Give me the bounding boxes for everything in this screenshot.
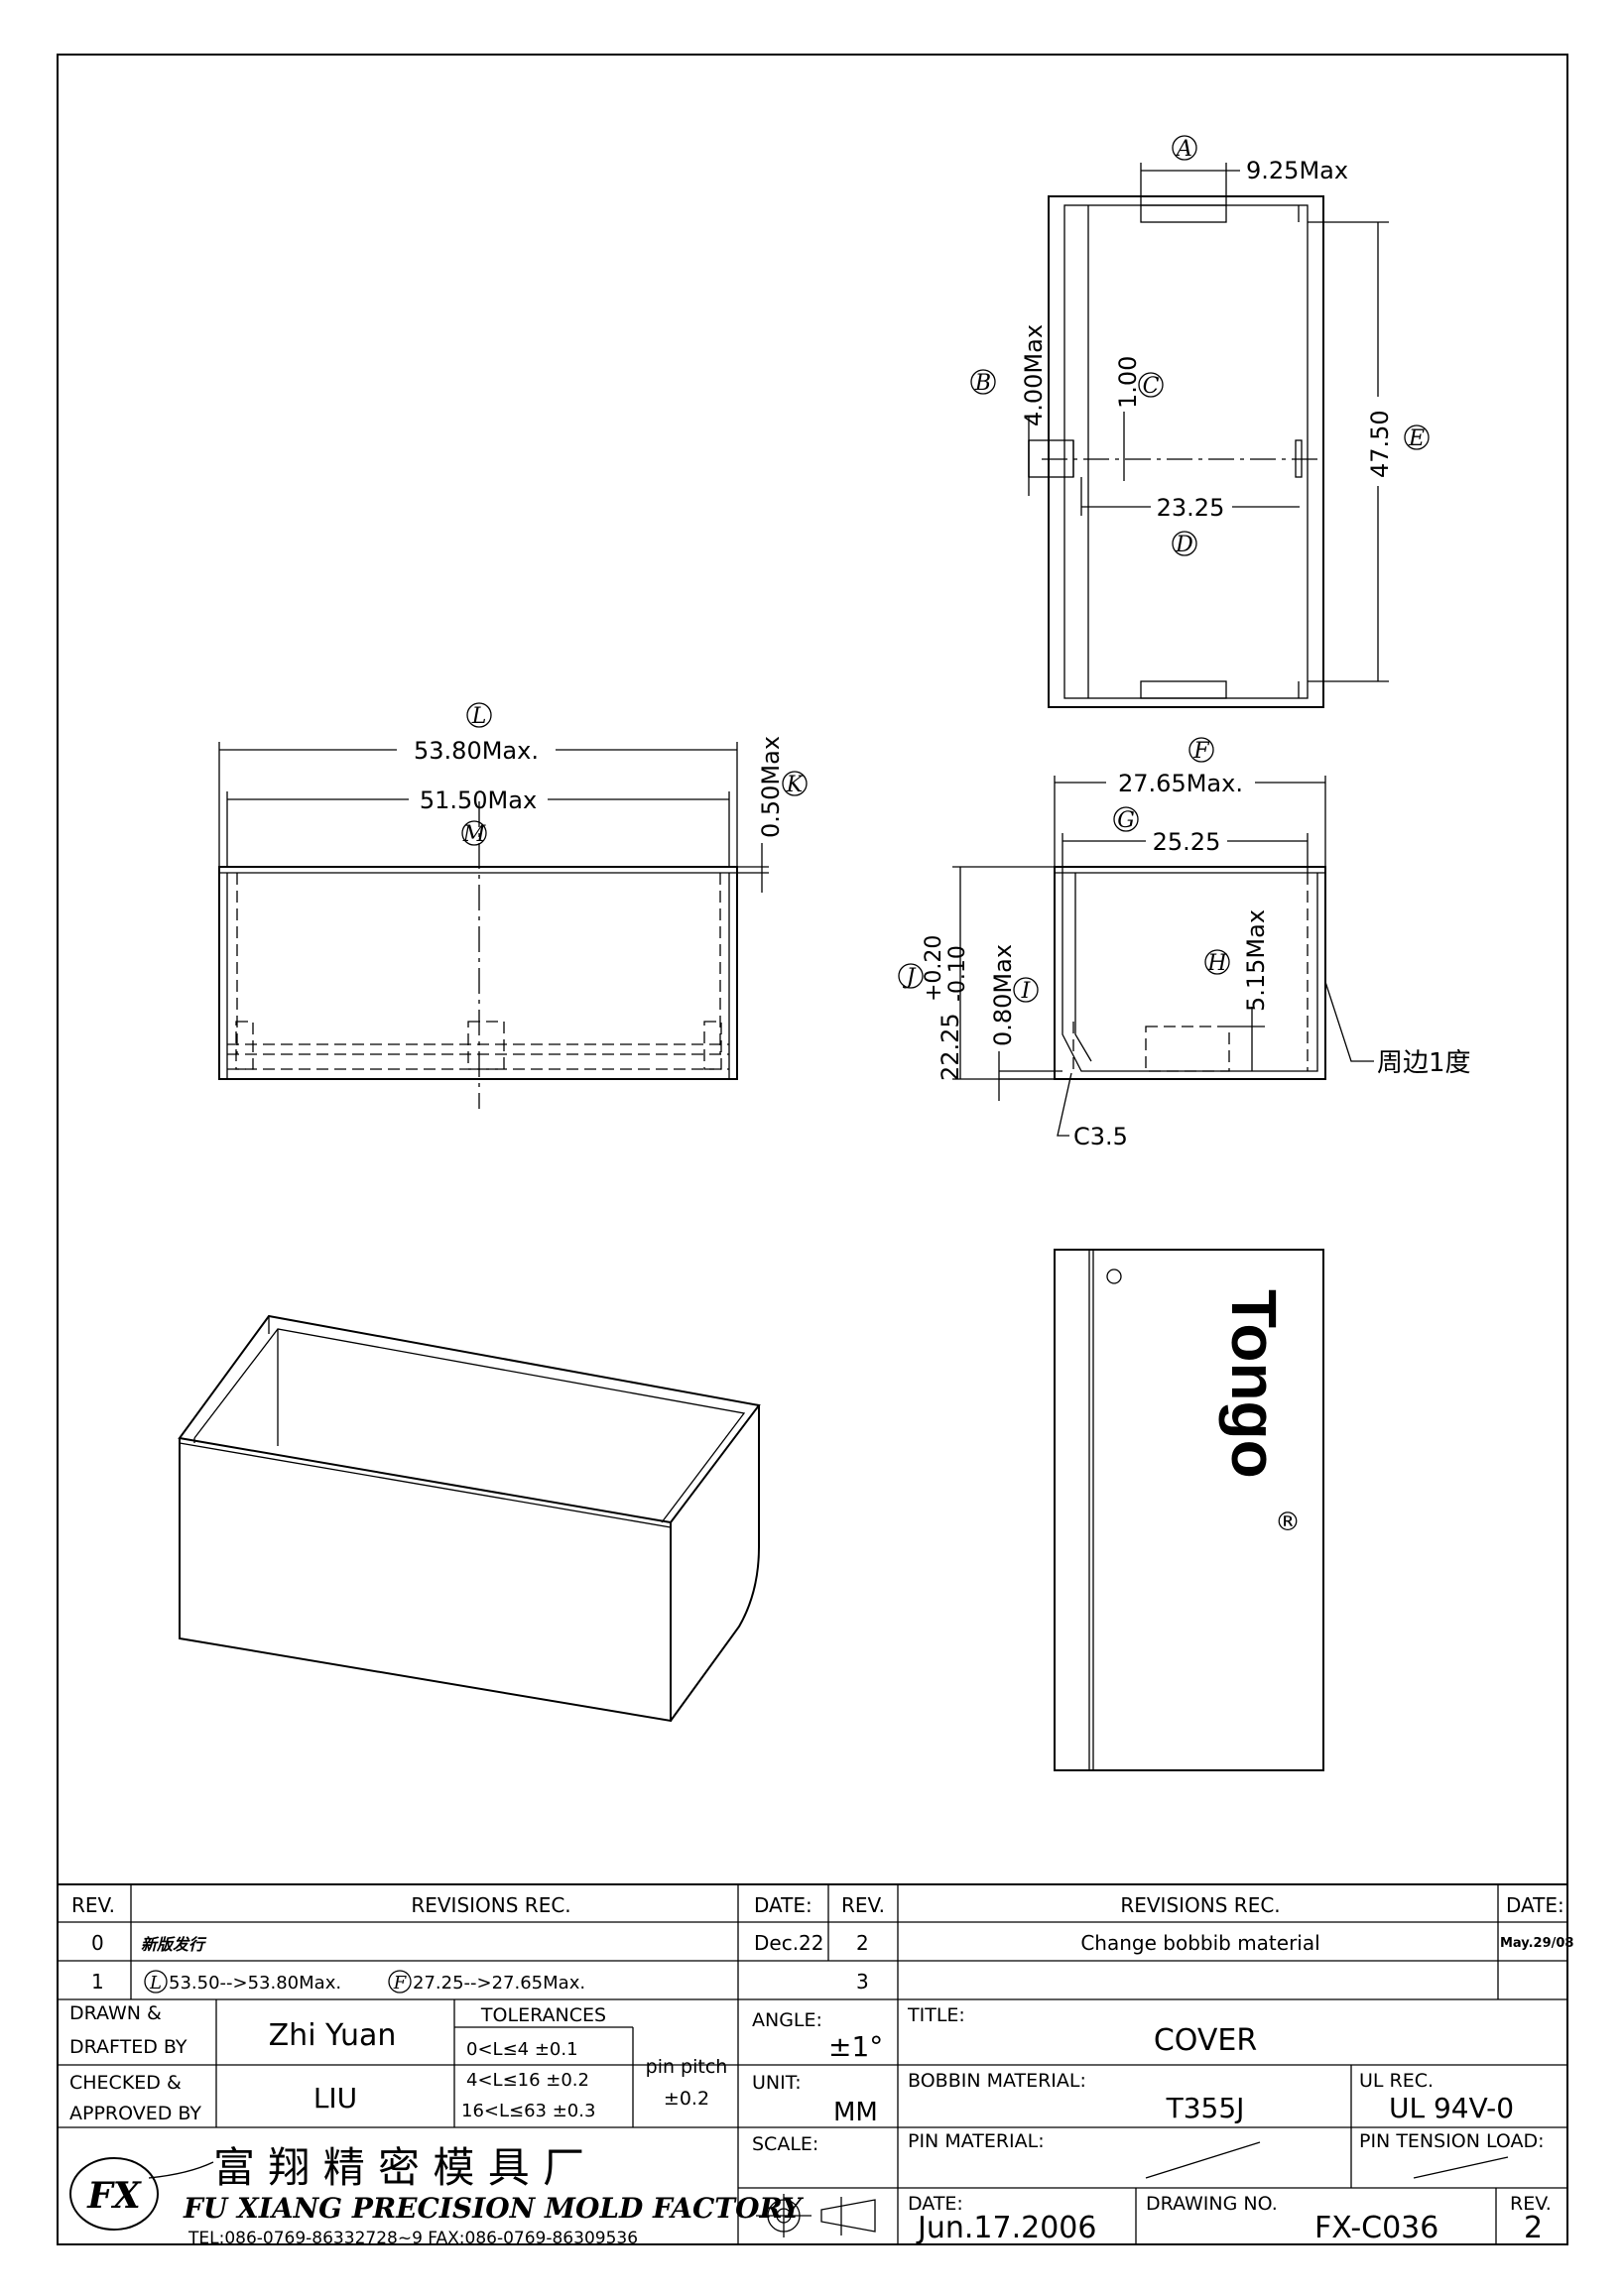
row1-rev2: 3 <box>856 1970 869 1994</box>
tol-row-3: 16<L≤63 ±0.3 <box>461 2101 595 2121</box>
drawn-label-1: DRAWN & <box>69 2002 162 2024</box>
row0-rev: 0 <box>91 1931 104 1955</box>
row0-date2: May.29/08 <box>1500 1936 1573 1951</box>
checked-label-2: APPROVED BY <box>69 2103 201 2124</box>
label-e: E <box>1408 426 1425 451</box>
chamfer-c3-5: C3.5 <box>1073 1123 1128 1150</box>
dim-53-80-max: 53.80Max. <box>414 737 539 765</box>
date-label: DATE: <box>908 2193 963 2215</box>
drawing-frame <box>57 54 1568 2245</box>
dim-23-25: 23.25 <box>1157 494 1225 522</box>
registered-mark: ® <box>1275 1508 1301 1537</box>
company-name-cn: 富 翔 精 密 模 具 厂 <box>213 2143 584 2192</box>
drawn-label-2: DRAFTED BY <box>69 2036 187 2058</box>
top-view: A 9.25Max 4.00Max B 1.00 C 23.25 D 47.50… <box>970 135 1430 708</box>
label-f: F <box>1192 739 1209 764</box>
dim-0-80-max: 0.80Max <box>989 944 1017 1046</box>
row0-rev2: 2 <box>856 1931 869 1955</box>
company-name-en: FU XIANG PRECISION MOLD FACTORY <box>183 2192 805 2225</box>
logo-view: Tongo ® <box>1054 1249 1324 1771</box>
label-l: L <box>471 704 487 729</box>
row1-rev: 1 <box>91 1970 104 1994</box>
rev-header: REV. <box>71 1893 115 1917</box>
rev-value: 2 <box>1524 2211 1543 2245</box>
row1-label-l: L <box>149 1973 162 1994</box>
dim-27-65-max: 27.65Max. <box>1118 770 1243 797</box>
pin-pitch-value: ±0.2 <box>664 2088 709 2110</box>
pin-material-label: PIN MATERIAL: <box>908 2130 1045 2152</box>
rev-label: REV. <box>1510 2193 1552 2215</box>
label-d: D <box>1175 533 1193 557</box>
checked-label-1: CHECKED & <box>69 2072 182 2094</box>
revisions-header: REVISIONS REC. <box>411 1893 570 1917</box>
row1-label-f: F <box>393 1973 408 1994</box>
edge-note: 周边1度 <box>1377 1048 1471 1078</box>
tol-row-1: 0<L≤4 ±0.1 <box>466 2039 578 2060</box>
title-value: COVER <box>1154 2023 1257 2058</box>
angle-label: ANGLE: <box>752 2009 822 2031</box>
angle-value: ±1° <box>828 2030 883 2063</box>
label-c: C <box>1143 374 1160 399</box>
row1-rec-b: 27.25-->27.65Max. <box>413 1973 585 1994</box>
ul-rec-value: UL 94V-0 <box>1389 2092 1514 2124</box>
label-g: G <box>1117 808 1135 833</box>
title-block: REV. REVISIONS REC. DATE: REV. REVISIONS… <box>58 1883 1573 2248</box>
unit-label: UNIT: <box>752 2072 802 2094</box>
ul-rec-label: UL REC. <box>1359 2070 1434 2092</box>
label-b: B <box>974 371 991 396</box>
brand-logo: Tongo <box>1218 1289 1290 1479</box>
front-view: 53.80Max. L 51.50Max M 0.50Max K <box>218 702 808 1109</box>
revisions-header-2: REVISIONS REC. <box>1120 1893 1280 1917</box>
label-k: K <box>786 773 805 797</box>
bobbin-material-value: T355J <box>1166 2092 1245 2124</box>
label-a: A <box>1175 137 1192 162</box>
date-header: DATE: <box>754 1893 812 1917</box>
bobbin-material-label: BOBBIN MATERIAL: <box>908 2070 1086 2092</box>
logo-fx: FX <box>86 2175 143 2217</box>
dim-0-50-max: 0.50Max <box>757 736 785 838</box>
drawn-by: Zhi Yuan <box>269 2018 397 2053</box>
checked-by: LIU <box>313 2082 357 2115</box>
company-contact: TEL:086-0769-86332728~9 FAX:086-0769-863… <box>187 2229 638 2248</box>
row1-rec: 53.50-->53.80Max. <box>169 1973 341 1994</box>
tolerances-label: TOLERANCES <box>480 2004 606 2026</box>
dim-1-00: 1.00 <box>1114 356 1142 409</box>
dim-51-50-max: 51.50Max <box>420 786 537 814</box>
label-i: I <box>1021 979 1032 1004</box>
side-view: 27.65Max. F 25.25 G 5.15Max H 0.80Max I … <box>898 737 1471 1150</box>
row0-date: Dec.22 <box>754 1931 824 1955</box>
isometric-view <box>178 1314 761 1723</box>
title-label: TITLE: <box>907 2004 965 2026</box>
date-value: Jun.17.2006 <box>916 2211 1096 2245</box>
drawing-no-label: DRAWING NO. <box>1146 2193 1278 2215</box>
dim-25-25: 25.25 <box>1153 828 1221 856</box>
dim-tol-minus: -0.10 <box>945 945 970 1002</box>
projection-symbol <box>756 2194 876 2237</box>
dim-tol-plus: +0.20 <box>922 935 946 1002</box>
scale-label: SCALE: <box>752 2133 818 2155</box>
date-header-2: DATE: <box>1506 1893 1564 1917</box>
rev-header-2: REV. <box>841 1893 885 1917</box>
row0-rec: 新版发行 <box>141 1935 207 1954</box>
pin-pitch-label: pin pitch <box>646 2056 728 2078</box>
dim-9-25-max: 9.25Max <box>1246 157 1348 184</box>
dim-5-15-max: 5.15Max <box>1242 909 1270 1012</box>
unit-value: MM <box>833 2098 878 2127</box>
company-logo: FX <box>69 2157 214 2231</box>
label-m: M <box>462 822 486 847</box>
dim-22-25: 22.25 <box>937 1013 964 1081</box>
label-h: H <box>1206 951 1227 976</box>
dim-4-00-max: 4.00Max <box>1020 324 1048 426</box>
dim-47-50: 47.50 <box>1366 410 1394 478</box>
tol-row-2: 4<L≤16 ±0.2 <box>466 2070 589 2091</box>
drawing-no-value: FX-C036 <box>1314 2211 1438 2245</box>
label-j: J <box>903 965 917 990</box>
row0-rec2: Change bobbib material <box>1080 1931 1319 1955</box>
pin-tension-label: PIN TENSION LOAD: <box>1359 2130 1545 2152</box>
